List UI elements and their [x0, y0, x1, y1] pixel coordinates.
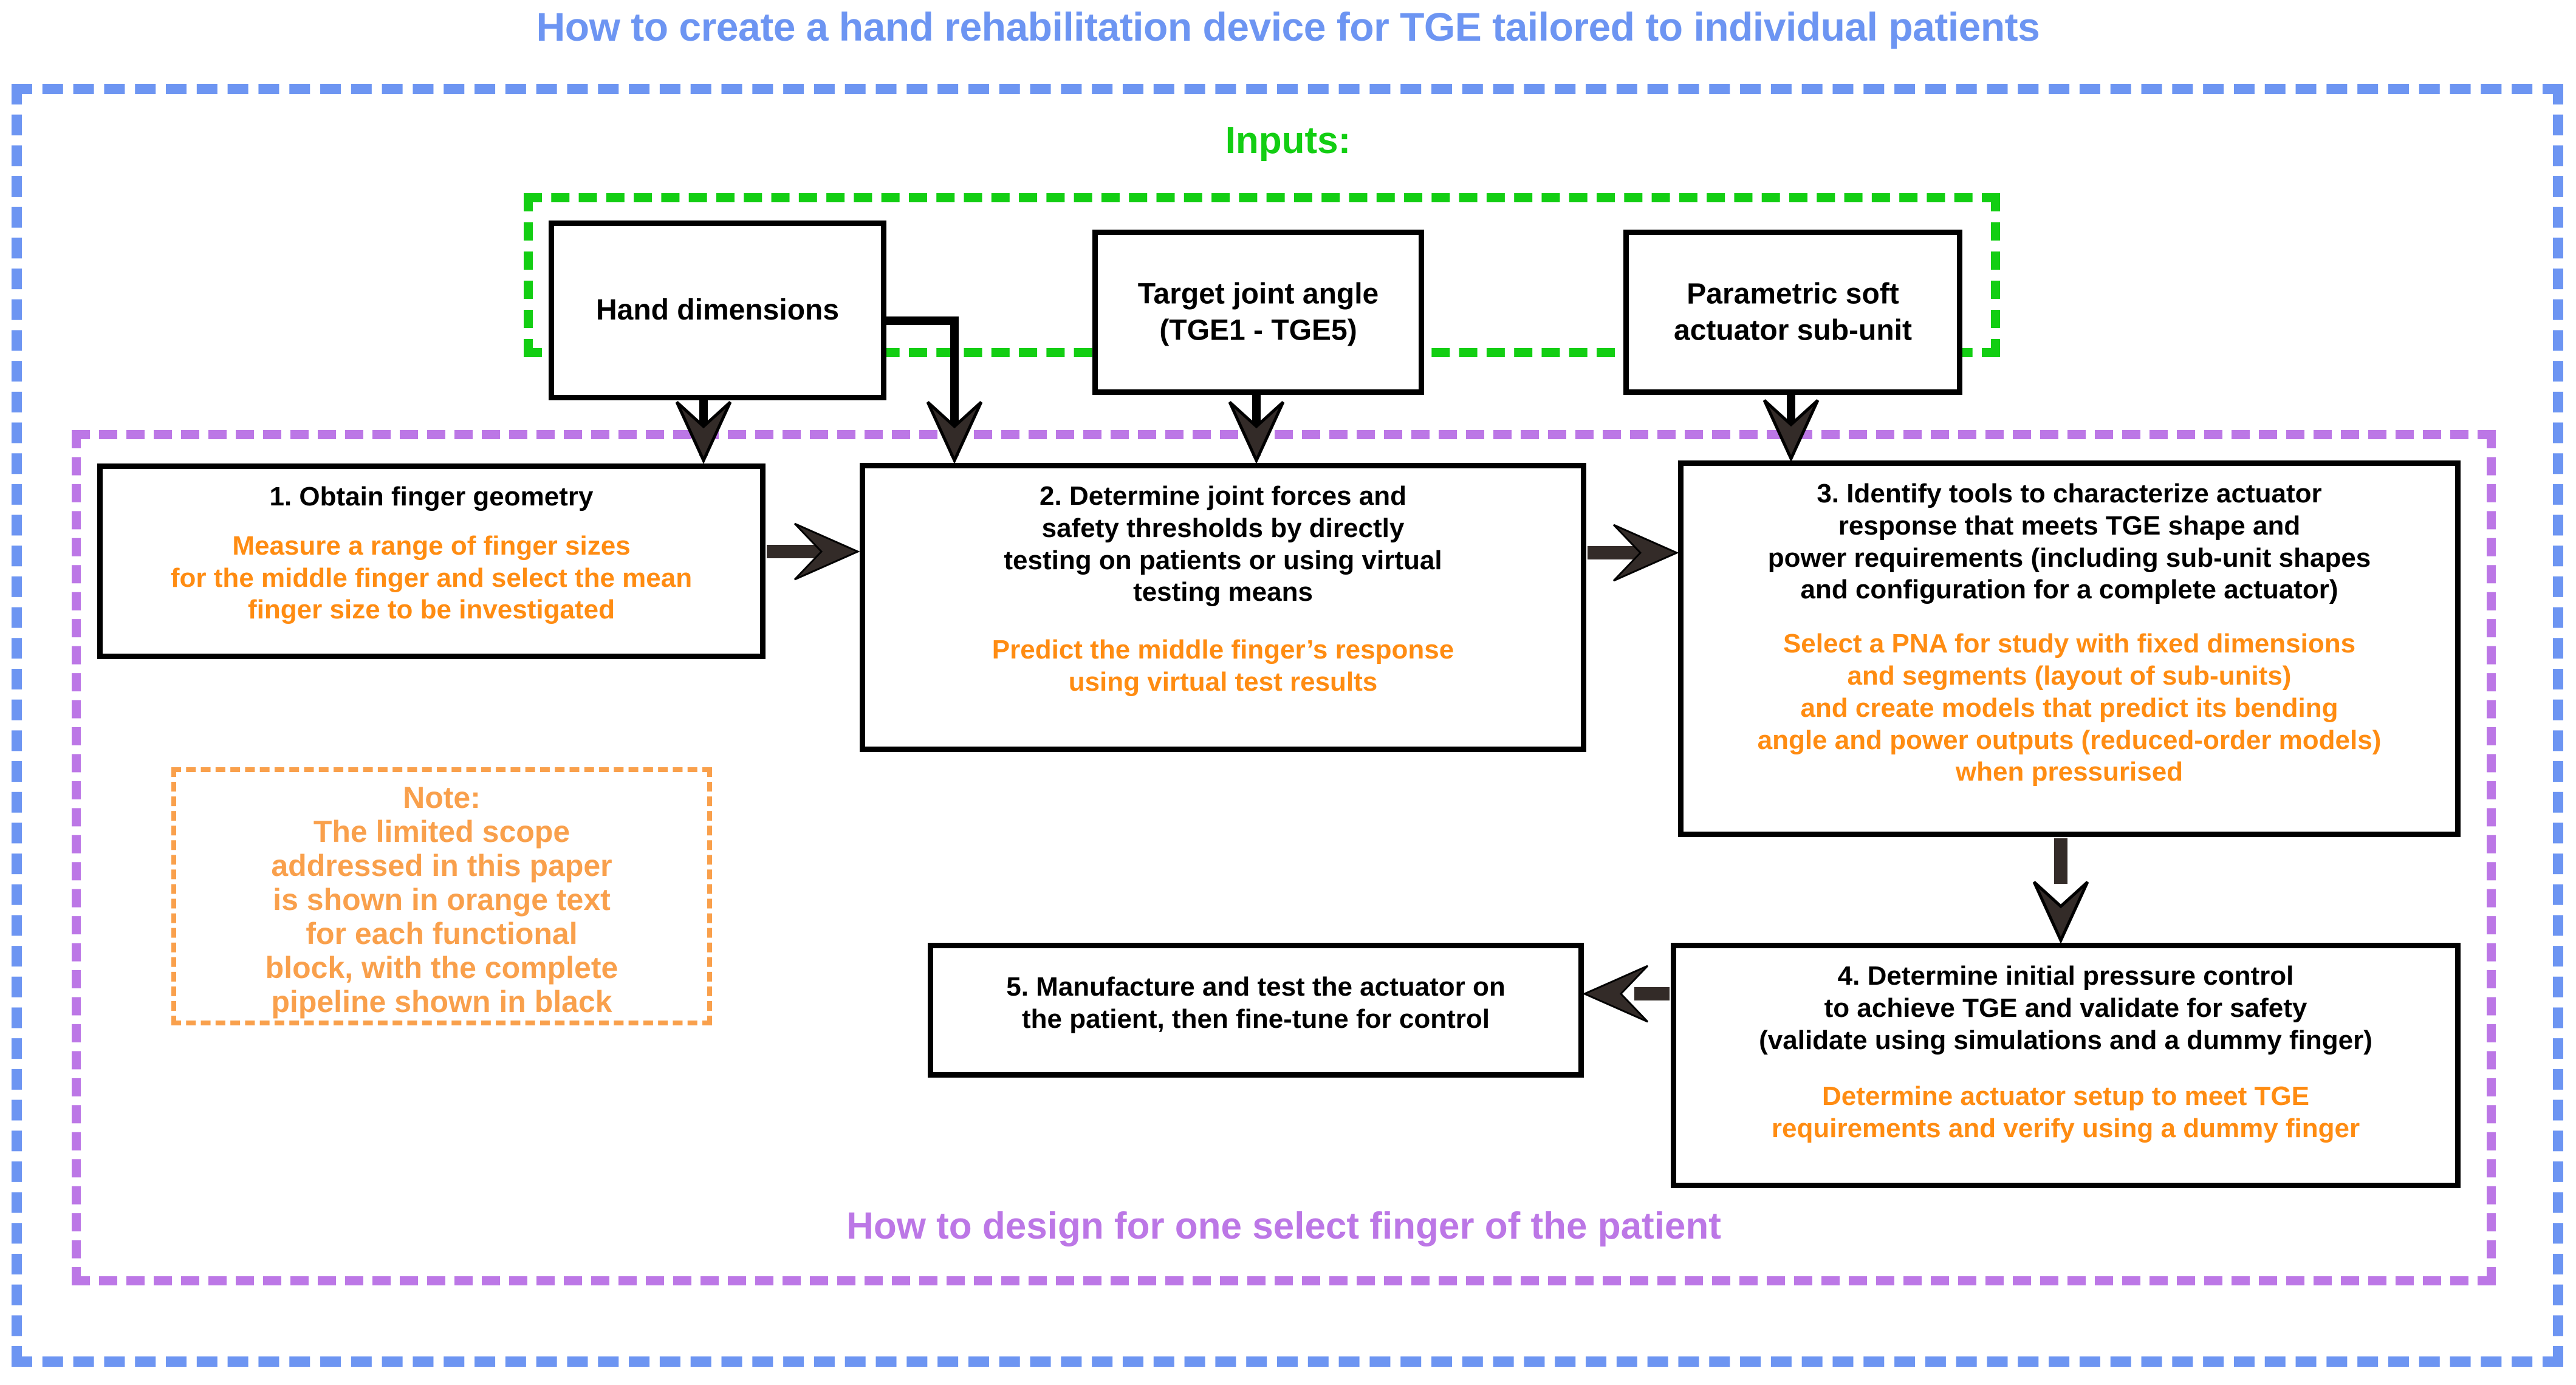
step2-header: 2. Determine joint forces and safety thr… — [874, 480, 1572, 609]
step1-highlight-line-1: Measure a range of finger sizes — [232, 530, 631, 561]
process-box-step-4[interactable]: 4. Determine initial pressure control to… — [1671, 943, 2461, 1188]
step2-header-line-2: safety thresholds by directly — [1041, 513, 1405, 543]
step4-header: 4. Determine initial pressure control to… — [1685, 960, 2447, 1056]
input-label-parametric-line1: Parametric soft — [1687, 278, 1899, 310]
step4-header-line-3: (validate using simulations and a dummy … — [1759, 1025, 2372, 1055]
step4-highlight-line-2: requirements and verify using a dummy fi… — [1771, 1113, 2360, 1144]
step1-highlight: Measure a range of finger sizes for the … — [111, 530, 752, 626]
input-box-parametric-soft-actuator[interactable]: Parametric soft actuator sub-unit — [1623, 230, 1962, 395]
outer-blue-dashed-container — [12, 84, 2563, 1367]
step4-header-line-2: to achieve TGE and validate for safety — [1824, 993, 2307, 1023]
step5-header-line-1: 5. Manufacture and test the actuator on — [1006, 972, 1506, 1002]
page-title: How to create a hand rehabilitation devi… — [536, 4, 2040, 49]
design-scope-title: How to design for one select finger of t… — [846, 1205, 1721, 1247]
process-box-step-3[interactable]: 3. Identify tools to characterize actuat… — [1678, 460, 2461, 837]
step3-highlight-line-2: and segments (layout of sub-units) — [1847, 660, 2292, 691]
step3-header-line-1: 3. Identify tools to characterize actuat… — [1817, 479, 2322, 508]
step1-header: 1. Obtain finger geometry — [269, 482, 594, 511]
input-box-hand-dimensions[interactable]: Hand dimensions — [549, 221, 886, 400]
step3-header: 3. Identify tools to characterize actuat… — [1692, 478, 2447, 606]
step2-header-line-3: testing on patients or using virtual — [1004, 545, 1442, 575]
step4-header-line-1: 4. Determine initial pressure control — [1837, 961, 2294, 991]
process-box-step-5[interactable]: 5. Manufacture and test the actuator on … — [928, 943, 1584, 1078]
step5-header: 5. Manufacture and test the actuator on … — [942, 960, 1570, 1036]
process-box-step-1[interactable]: 1. Obtain finger geometry Measure a rang… — [97, 463, 766, 659]
design-purple-dashed-container — [72, 430, 2496, 1285]
input-label-parametric-line2: actuator sub-unit — [1674, 314, 1912, 346]
note-line-4: is shown in orange text — [273, 883, 611, 917]
step2-highlight-line-1: Predict the middle finger’s response — [992, 635, 1454, 665]
note-line-1: Note: — [403, 781, 481, 815]
note-line-2: The limited scope — [313, 815, 570, 849]
step3-highlight-line-3: and create models that predict its bendi… — [1800, 692, 2338, 723]
note-line-6: block, with the complete — [265, 951, 618, 985]
note-line-7: pipeline shown in black — [271, 985, 612, 1019]
note-line-5: for each functional — [306, 917, 578, 951]
note-callout-box: Note: The limited scope addressed in thi… — [171, 767, 712, 1025]
step4-highlight-line-1: Determine actuator setup to meet TGE — [1822, 1081, 2309, 1112]
step1-highlight-line-2: for the middle finger and select the mea… — [170, 563, 693, 593]
step2-highlight-line-2: using virtual test results — [1068, 666, 1378, 697]
step4-highlight: Determine actuator setup to meet TGE req… — [1685, 1081, 2447, 1145]
step2-highlight: Predict the middle finger’s response usi… — [874, 634, 1572, 699]
note-line-3: addressed in this paper — [271, 849, 612, 883]
step3-highlight: Select a PNA for study with fixed dimens… — [1692, 628, 2447, 788]
input-label-target-joint-angle-line1: Target joint angle — [1137, 278, 1379, 310]
step3-highlight-line-1: Select a PNA for study with fixed dimens… — [1783, 629, 2356, 659]
input-label-target-joint-angle-line2: (TGE1 - TGE5) — [1159, 314, 1357, 346]
note-text: Note: The limited scope addressed in thi… — [176, 781, 707, 1019]
input-box-target-joint-angle[interactable]: Target joint angle (TGE1 - TGE5) — [1092, 230, 1424, 395]
step3-header-line-3: power requirements (including sub-unit s… — [1767, 542, 2371, 573]
step3-header-line-4: and configuration for a complete actuato… — [1800, 575, 2338, 605]
step5-header-line-2: the patient, then fine-tune for control — [1022, 1004, 1490, 1034]
step2-header-line-4: testing means — [1133, 577, 1313, 607]
input-label-hand-dimensions: Hand dimensions — [595, 294, 840, 327]
step1-highlight-line-3: finger size to be investigated — [248, 595, 615, 625]
process-box-step-2[interactable]: 2. Determine joint forces and safety thr… — [860, 463, 1586, 752]
step2-header-line-1: 2. Determine joint forces and — [1040, 481, 1406, 511]
step3-header-line-2: response that meets TGE shape and — [1838, 510, 2301, 541]
step3-highlight-line-5: when pressurised — [1955, 757, 2184, 787]
inputs-section-title: Inputs: — [1225, 120, 1351, 162]
step3-highlight-line-4: angle and power outputs (reduced-order m… — [1757, 725, 2382, 755]
